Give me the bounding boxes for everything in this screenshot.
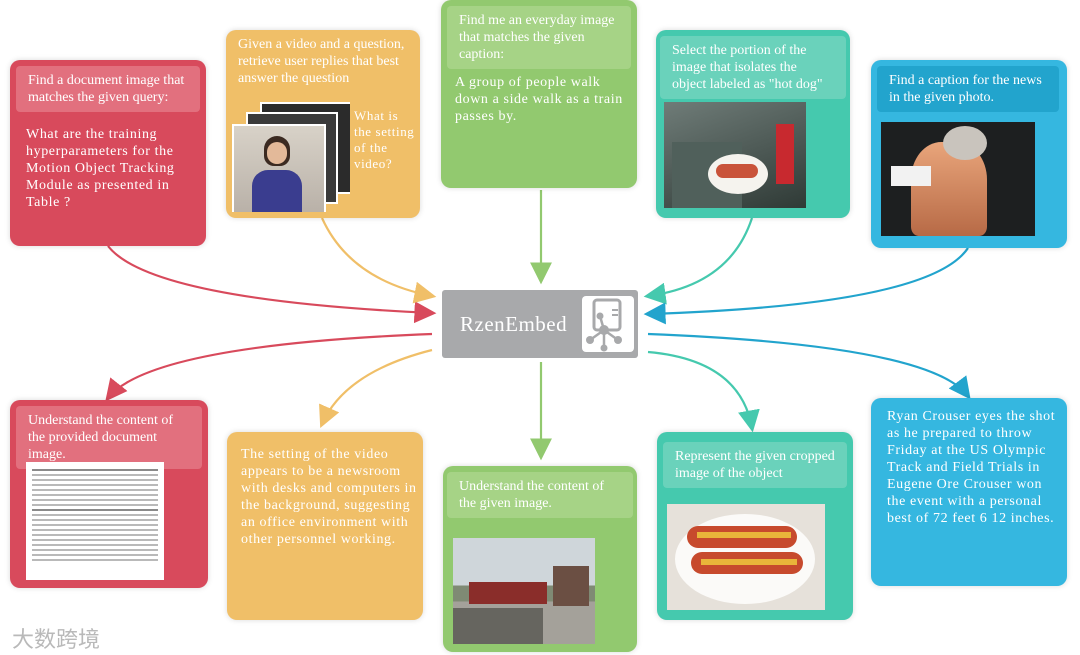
watermark: 大数跨境 xyxy=(12,622,100,654)
card-label: Understand the content of the given imag… xyxy=(447,472,633,518)
arrow-video-qa xyxy=(322,218,432,296)
hotdog-photo xyxy=(664,102,806,208)
news-anchor-frame xyxy=(232,124,326,212)
card-text: A group of people walk down a side walk … xyxy=(455,74,629,125)
arrow-video-answer xyxy=(322,350,432,424)
card-text: What are the training hyperparameters fo… xyxy=(26,126,198,211)
arrow-news-caption xyxy=(648,248,968,314)
card-label: Find a caption for the news in the given… xyxy=(877,66,1059,112)
card-cropped-object: Represent the given cropped image of the… xyxy=(657,432,853,620)
card-video-qa: Given a video and a question, retrieve u… xyxy=(226,30,420,218)
arrow-cropped-object xyxy=(648,352,752,428)
card-doc-understand: Understand the content of the provided d… xyxy=(10,400,208,588)
card-text: Ryan Crouser eyes the shot as he prepare… xyxy=(887,408,1061,527)
card-image-understand: Understand the content of the given imag… xyxy=(443,466,637,652)
document-thumbnail xyxy=(26,462,164,580)
card-label: Given a video and a question, retrieve u… xyxy=(230,36,416,87)
card-label: Represent the given cropped image of the… xyxy=(663,442,847,488)
card-hotdog-select: Select the portion of the image that iso… xyxy=(656,30,850,218)
card-text: The setting of the video appears to be a… xyxy=(241,446,417,548)
card-news-answer: Ryan Crouser eyes the shot as he prepare… xyxy=(871,398,1067,586)
card-doc-query: Find a document image that matches the g… xyxy=(10,60,206,246)
hotdog-cropped-photo xyxy=(667,504,825,610)
arrow-hotdog-select xyxy=(648,218,752,296)
card-label: Find me an everyday image that matches t… xyxy=(447,6,631,69)
arrow-news-answer xyxy=(648,334,968,396)
rzenembed-node: RzenEmbed xyxy=(442,290,638,358)
train-photo xyxy=(453,538,595,644)
card-video-answer: The setting of the video appears to be a… xyxy=(227,432,423,620)
card-label: Select the portion of the image that iso… xyxy=(660,36,846,99)
card-text: What is the setting of the video? xyxy=(354,108,418,172)
network-icon xyxy=(582,296,634,352)
video-frames xyxy=(232,102,350,212)
card-news-caption: Find a caption for the news in the given… xyxy=(871,60,1067,248)
center-title: RzenEmbed xyxy=(460,312,567,337)
athlete-photo xyxy=(881,122,1035,236)
card-everyday-image: Find me an everyday image that matches t… xyxy=(441,0,637,188)
card-label: Understand the content of the provided d… xyxy=(16,406,202,469)
card-label: Find a document image that matches the g… xyxy=(16,66,200,112)
